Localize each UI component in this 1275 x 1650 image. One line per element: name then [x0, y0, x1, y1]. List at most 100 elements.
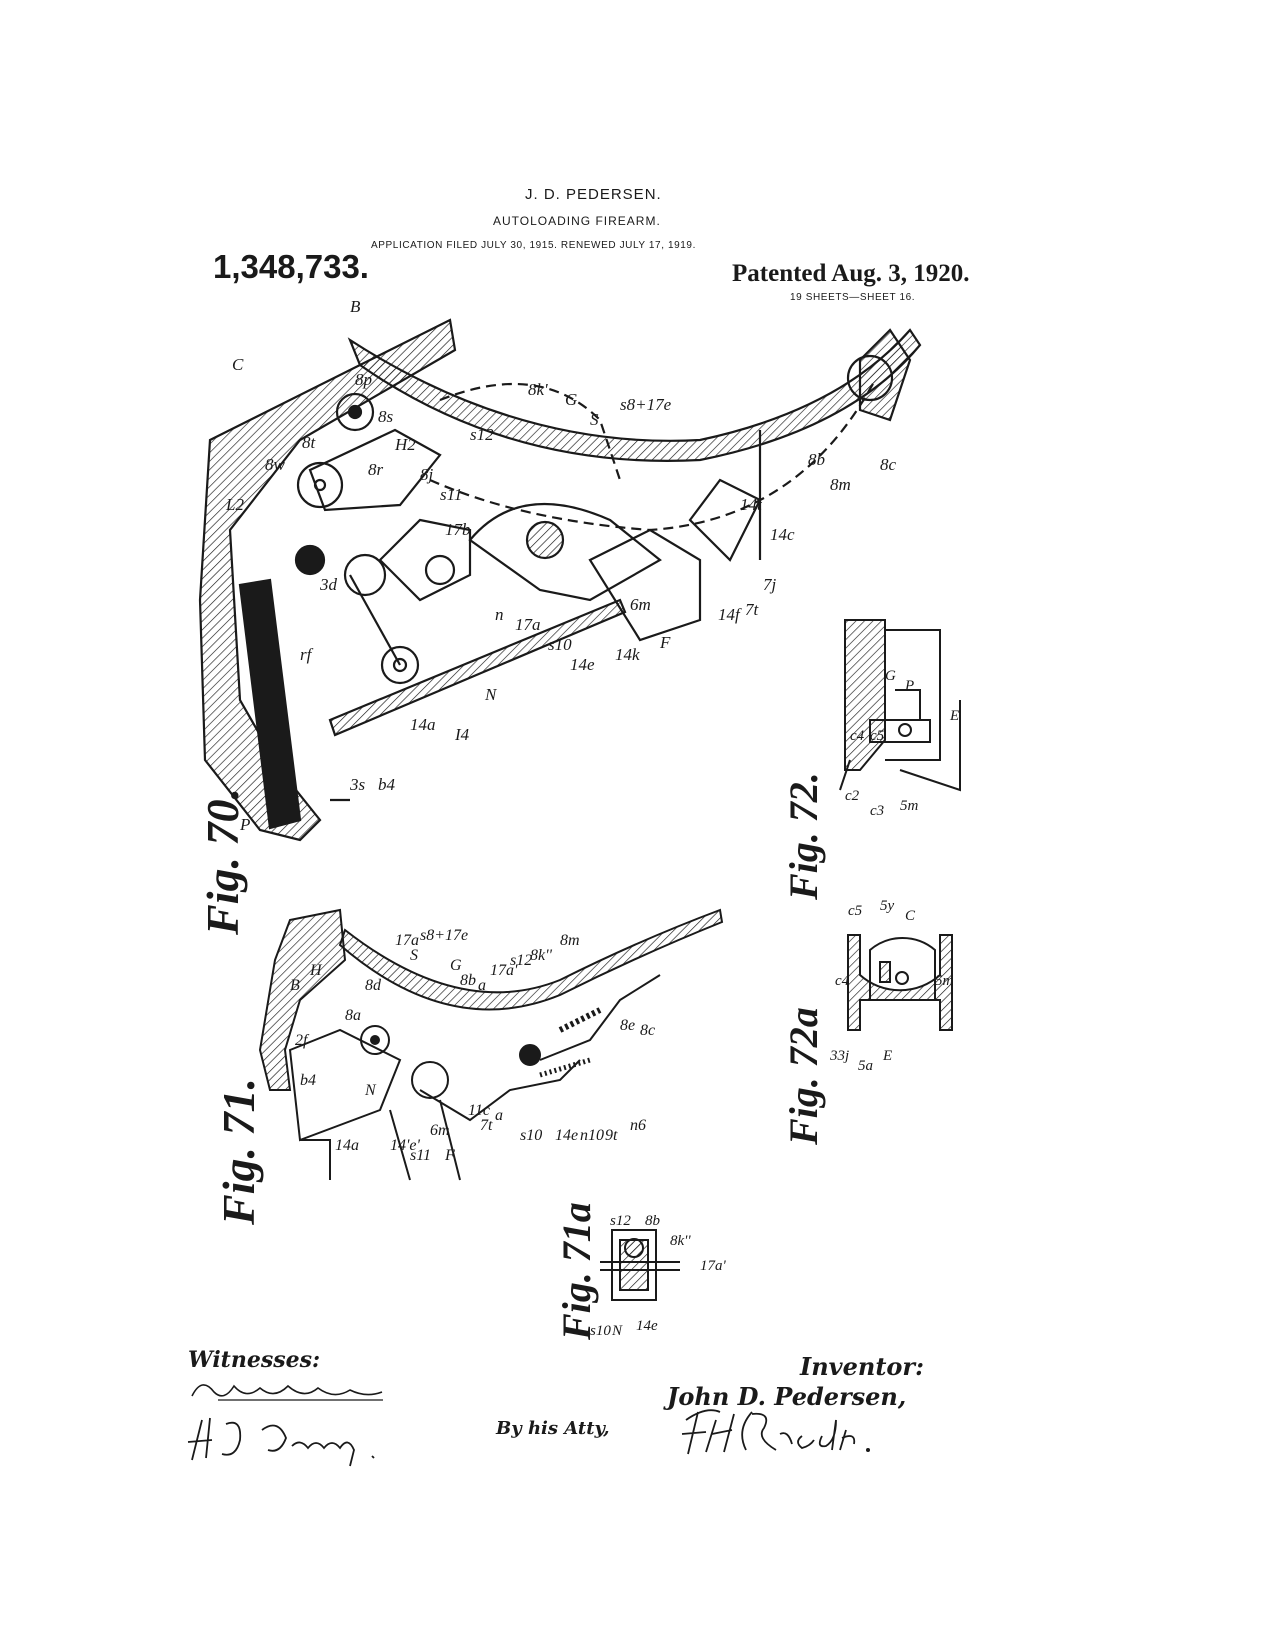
- svg-text:s10: s10: [520, 1127, 542, 1144]
- witness-signature-2: [187, 1417, 375, 1467]
- svg-text:b4: b4: [378, 775, 396, 794]
- fig-71-label: Fig. 71.: [213, 1078, 264, 1225]
- svg-text:17a': 17a': [700, 1258, 727, 1274]
- patent-number: 1,348,733.: [213, 248, 369, 285]
- svg-text:C: C: [905, 908, 916, 924]
- svg-text:8m: 8m: [560, 932, 580, 949]
- svg-text:8k'': 8k'': [670, 1233, 691, 1249]
- svg-text:5a: 5a: [858, 1058, 873, 1074]
- svg-text:8d: 8d: [365, 977, 382, 994]
- svg-text:H2: H2: [394, 435, 416, 454]
- svg-text:8c: 8c: [880, 455, 897, 474]
- svg-text:I4: I4: [454, 725, 470, 744]
- svg-text:8b: 8b: [808, 450, 825, 469]
- svg-text:S: S: [590, 410, 599, 429]
- fig-71a-label: Fig. 71a: [554, 1202, 599, 1340]
- svg-text:17b: 17b: [445, 520, 471, 539]
- svg-text:S: S: [410, 947, 418, 964]
- svg-text:8b: 8b: [460, 972, 476, 989]
- svg-text:33j: 33j: [829, 1048, 849, 1064]
- svg-text:17a: 17a: [515, 615, 541, 634]
- svg-text:7t: 7t: [480, 1117, 493, 1134]
- svg-text:14'e': 14'e': [390, 1137, 421, 1154]
- fig-72-label: Fig. 72.: [781, 772, 826, 900]
- svg-text:8k': 8k': [528, 380, 548, 399]
- svg-text:L2: L2: [225, 495, 244, 514]
- svg-text:14e: 14e: [636, 1318, 658, 1334]
- application-line: APPLICATION FILED JULY 30, 1915. RENEWED…: [371, 240, 696, 251]
- svg-text:5m: 5m: [935, 973, 954, 989]
- svg-text:7t: 7t: [745, 600, 760, 619]
- svg-text:9t: 9t: [605, 1127, 618, 1144]
- svg-text:8t: 8t: [302, 433, 317, 452]
- svg-text:14a: 14a: [410, 715, 436, 734]
- svg-text:7j: 7j: [763, 575, 777, 594]
- svg-text:s8+17e: s8+17e: [420, 927, 468, 944]
- inventor-label: Inventor:: [800, 1352, 924, 1381]
- svg-text:8w: 8w: [265, 455, 286, 474]
- svg-text:17a: 17a: [395, 932, 419, 949]
- svg-text:G: G: [885, 668, 896, 684]
- svg-text:F: F: [444, 1147, 455, 1164]
- invention-title: AUTOLOADING FIREARM.: [493, 214, 661, 228]
- svg-text:s11: s11: [410, 1147, 431, 1164]
- svg-text:17a': 17a': [490, 962, 518, 979]
- svg-text:8m: 8m: [830, 475, 851, 494]
- svg-text:s12: s12: [510, 952, 532, 969]
- svg-text:c5: c5: [848, 903, 863, 919]
- svg-text:5y: 5y: [880, 898, 895, 914]
- svg-text:rf: rf: [300, 645, 314, 664]
- svg-text:c4: c4: [850, 728, 865, 744]
- svg-text:s8+17e: s8+17e: [620, 395, 672, 414]
- inventor-name: J. D. PEDERSEN.: [525, 186, 662, 203]
- sheets-line: 19 SHEETS—SHEET 16.: [790, 292, 916, 303]
- witness-signature-1: [191, 1384, 383, 1401]
- svg-text:5m: 5m: [900, 798, 919, 814]
- fig-72a-label: Fig. 72a: [781, 1007, 826, 1145]
- svg-text:c3: c3: [870, 803, 884, 819]
- svg-text:8c: 8c: [640, 1022, 655, 1039]
- svg-text:G: G: [565, 390, 577, 409]
- svg-text:b4: b4: [300, 1072, 316, 1089]
- svg-text:14a: 14a: [335, 1137, 359, 1154]
- svg-text:C: C: [232, 355, 244, 374]
- svg-text:P: P: [239, 815, 250, 834]
- svg-text:6m: 6m: [630, 595, 651, 614]
- svg-text:14e: 14e: [555, 1127, 578, 1144]
- svg-text:N: N: [611, 1323, 623, 1339]
- svg-text:14f: 14f: [718, 605, 742, 624]
- svg-text:3s: 3s: [349, 775, 366, 794]
- witnesses-label: Witnesses:: [188, 1347, 321, 1373]
- svg-text:n10: n10: [580, 1127, 604, 1144]
- svg-text:2f: 2f: [295, 1032, 310, 1049]
- svg-text:a: a: [478, 977, 486, 994]
- svg-text:14c: 14c: [770, 525, 795, 544]
- svg-text:E: E: [949, 708, 959, 724]
- svg-text:F: F: [659, 633, 671, 652]
- svg-text:s10: s10: [590, 1323, 611, 1339]
- fig-70-label: Fig. 70.: [197, 788, 248, 935]
- svg-text:8p: 8p: [355, 370, 372, 389]
- svg-text:H: H: [309, 962, 323, 979]
- svg-text:8a: 8a: [345, 1007, 361, 1024]
- svg-text:B: B: [350, 297, 361, 316]
- svg-text:B: B: [290, 977, 300, 994]
- svg-text:14t: 14t: [740, 495, 763, 514]
- svg-text:c2: c2: [845, 788, 860, 804]
- svg-text:6m: 6m: [430, 1122, 450, 1139]
- svg-text:s12: s12: [610, 1213, 631, 1229]
- attorney-signature: [681, 1409, 870, 1455]
- attorney-line: By his Atty,: [496, 1418, 610, 1439]
- svg-text:14e: 14e: [570, 655, 595, 674]
- svg-text:8k'': 8k'': [530, 947, 553, 964]
- svg-text:N: N: [364, 1082, 377, 1099]
- svg-text:s12: s12: [470, 425, 494, 444]
- svg-text:c4: c4: [835, 973, 850, 989]
- svg-text:14k: 14k: [615, 645, 640, 664]
- svg-text:8e: 8e: [620, 1017, 635, 1034]
- svg-text:8b: 8b: [645, 1213, 661, 1229]
